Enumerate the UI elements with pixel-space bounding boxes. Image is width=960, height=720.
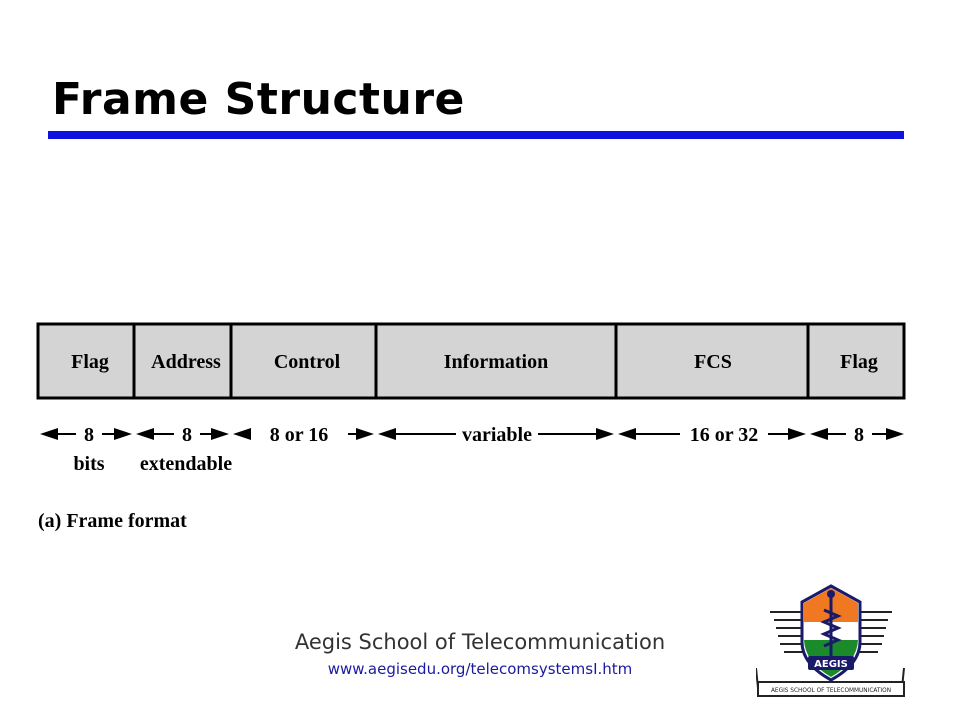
- arrowhead-right: [211, 428, 229, 440]
- size-label-flag-start: 8: [84, 424, 94, 446]
- field-label-fcs: FCS: [694, 351, 732, 373]
- logo-wordmark: AEGIS: [814, 659, 848, 670]
- size-label-control: 8 or 16: [270, 424, 329, 446]
- field-label-information: Information: [444, 351, 548, 373]
- frame-outline: [36, 322, 906, 400]
- footer-organization: Aegis School of Telecommunication: [294, 630, 666, 654]
- arrowhead-right: [114, 428, 132, 440]
- arrowhead-right: [596, 428, 614, 440]
- slide-title: Frame Structure: [52, 74, 465, 125]
- field-label-flag-end: Flag: [840, 351, 878, 373]
- size-label-fcs: 16 or 32: [690, 424, 759, 446]
- size-label-information: variable: [462, 424, 532, 446]
- arrowhead-left: [40, 428, 58, 440]
- field-label-address: Address: [151, 351, 221, 373]
- title-underline: [48, 131, 904, 139]
- arrowhead-left: [136, 428, 154, 440]
- arrowhead-left: [810, 428, 828, 440]
- size-label-address: 8: [182, 424, 192, 446]
- field-label-flag-start: Flag: [71, 351, 109, 373]
- logo-subtext: AEGIS SCHOOL OF TELECOMMUNICATION: [771, 688, 891, 694]
- field-label-control: Control: [274, 351, 341, 373]
- size-label-flag-end: 8: [854, 424, 864, 446]
- aegis-logo: AEGIS AEGIS SCHOOL OF TELECOMMUNICATION: [756, 584, 905, 697]
- arrowhead-left: [378, 428, 396, 440]
- diagram-caption: (a) Frame format: [38, 510, 187, 532]
- arrowhead-right: [788, 428, 806, 440]
- footer-url-link[interactable]: www.aegisedu.org/telecomsystemsI.htm: [327, 660, 633, 678]
- arrowhead-right: [356, 428, 374, 440]
- arrowhead-left: [618, 428, 636, 440]
- arrowhead-right: [886, 428, 904, 440]
- unit-label-bits: bits: [73, 453, 104, 475]
- address-note-extendable: extendable: [140, 453, 232, 475]
- arrowhead-left: [233, 428, 251, 440]
